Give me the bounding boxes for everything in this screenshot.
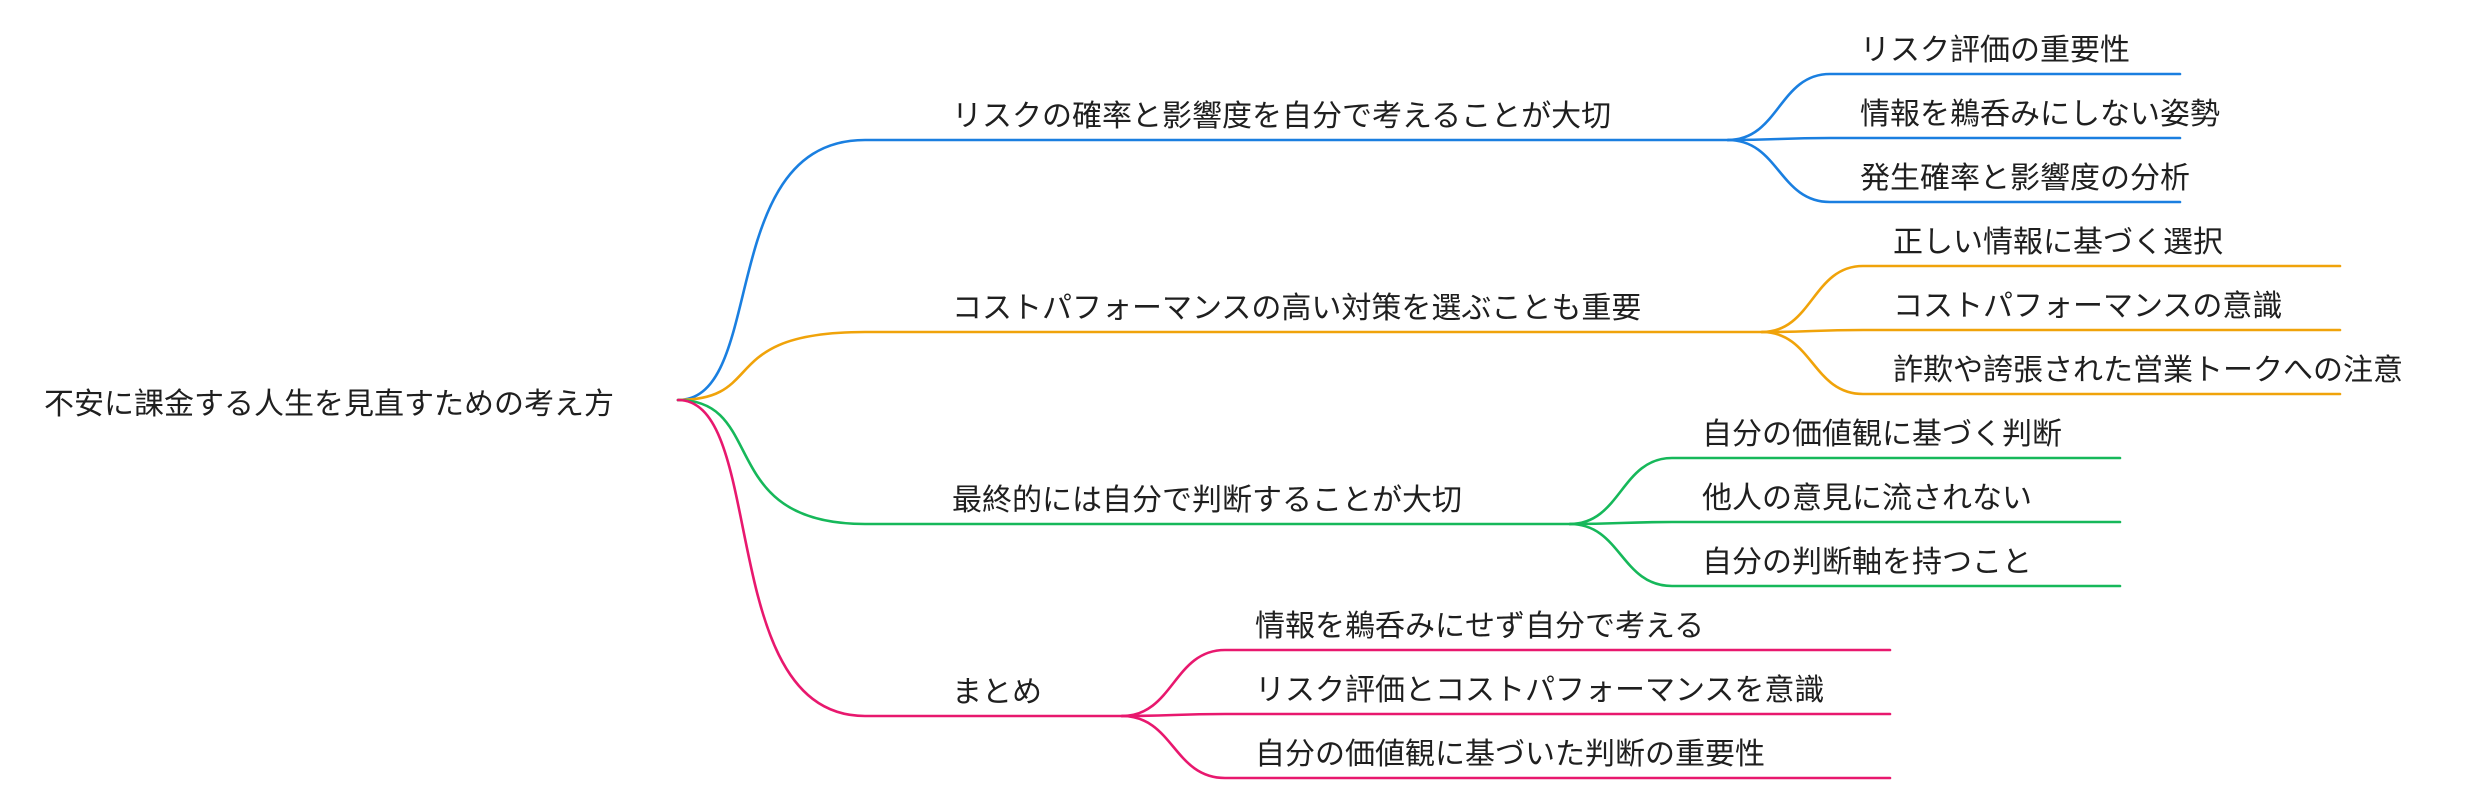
leaf-label-3-3: 自分の判断軸を持つこと (1702, 545, 2032, 580)
leaf-connector-4-3 (1120, 714, 1892, 780)
branch-node: まとめ 情報を鵜呑みにせず自分で考える リスク評価とコストパフォーマンスを意識 … (952, 609, 1824, 772)
branch-label-1: リスクの確率と影響度を自分で考えることが大切 (952, 99, 1611, 134)
root-node-label: 不安に課金する人生を見直すための考え方 (44, 387, 614, 422)
branch-node: コストパフォーマンスの高い対策を選ぶことも重要 正しい情報に基づく選択 コストパ… (952, 225, 2403, 388)
mindmap-connectors (676, 72, 2342, 780)
branch-connector-4 (676, 398, 1124, 718)
leaf-label-4-2: リスク評価とコストパフォーマンスを意識 (1255, 673, 1824, 708)
leaf-label-1-3: 発生確率と影響度の分析 (1860, 161, 2190, 196)
leaf-connector-1-2 (1726, 136, 2182, 142)
leaf-connector-3-2 (1568, 520, 2122, 526)
leaf-label-2-3: 詐欺や誇張された営業トークへの注意 (1893, 353, 2403, 388)
leaf-label-2-1: 正しい情報に基づく選択 (1893, 225, 2223, 260)
leaf-connector-2-1 (1760, 264, 2342, 334)
leaf-label-4-3: 自分の価値観に基づいた判断の重要性 (1255, 737, 1765, 772)
branch-connector-2 (676, 330, 1764, 402)
leaf-connector-4-1 (1120, 648, 1892, 718)
branch-node: 最終的には自分で判断することが大切 自分の価値観に基づく判断 他人の意見に流され… (952, 417, 2062, 580)
branch-connector-1 (676, 138, 1730, 402)
branch-node: リスクの確率と影響度を自分で考えることが大切 リスク評価の重要性 情報を鵜呑みに… (952, 33, 2220, 196)
branch-label-4: まとめ (952, 675, 1042, 710)
leaf-label-4-1: 情報を鵜呑みにせず自分で考える (1255, 609, 1704, 644)
leaf-connector-2-3 (1760, 330, 2342, 396)
branch-connector-3 (676, 398, 1572, 526)
leaf-connector-1-3 (1726, 138, 2182, 204)
leaf-label-3-1: 自分の価値観に基づく判断 (1702, 417, 2062, 452)
leaf-label-1-2: 情報を鵜呑みにしない姿勢 (1860, 97, 2220, 132)
leaf-connector-3-1 (1568, 456, 2122, 526)
branch-label-2: コストパフォーマンスの高い対策を選ぶことも重要 (952, 291, 1641, 326)
leaf-label-2-2: コストパフォーマンスの意識 (1893, 289, 2282, 324)
leaf-connector-1-1 (1726, 72, 2182, 142)
leaf-label-1-1: リスク評価の重要性 (1860, 33, 2130, 68)
leaf-connector-2-2 (1760, 328, 2342, 334)
leaf-connector-3-3 (1568, 522, 2122, 588)
leaf-connector-4-2 (1120, 712, 1892, 718)
leaf-label-3-2: 他人の意見に流されない (1702, 481, 2032, 516)
branch-label-3: 最終的には自分で判断することが大切 (952, 483, 1462, 518)
